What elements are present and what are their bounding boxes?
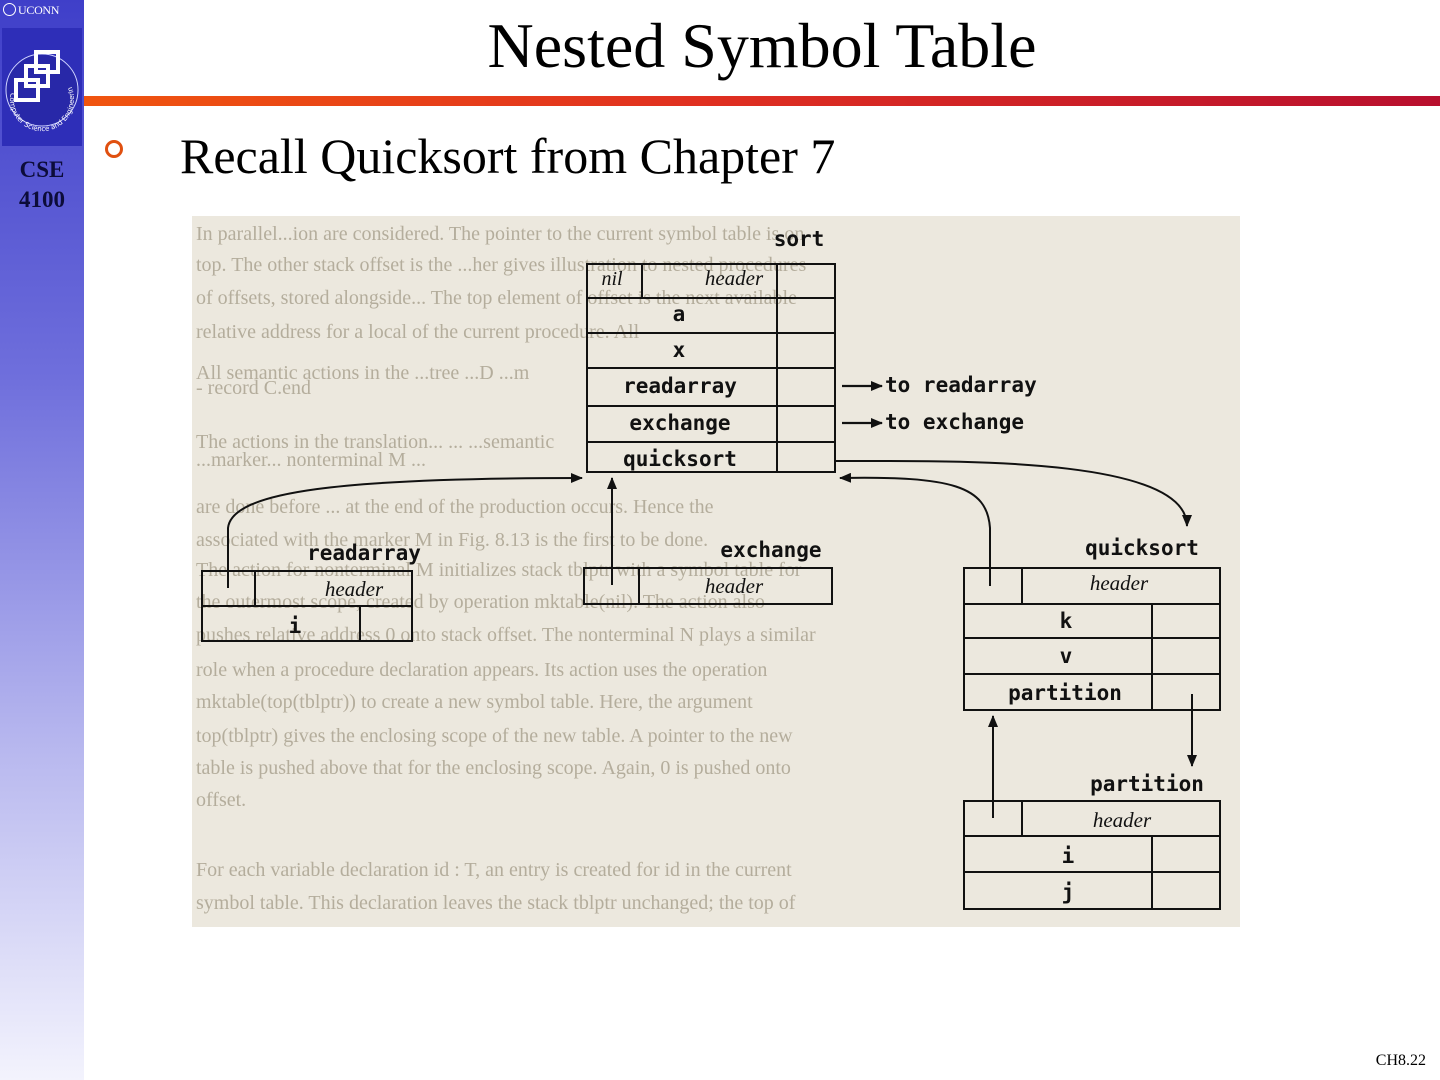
title-rule <box>84 96 1440 106</box>
sort-entry-x: x <box>673 338 686 362</box>
bullet-text: Recall Quicksort from Chapter 7 <box>180 128 836 184</box>
readarray-link-arrow <box>227 473 583 588</box>
quicksort-name: quicksort <box>1085 536 1199 560</box>
background-text-line: associated with the marker M in Fig. 8.1… <box>196 529 708 551</box>
quicksort-entry-k: k <box>1060 609 1073 633</box>
slide-number: CH8.22 <box>1375 1052 1426 1069</box>
background-text-line: relative address for a local of the curr… <box>196 321 640 343</box>
background-text-line: of offsets, stored alongside... The top … <box>196 287 797 309</box>
to-exchange-label: to exchange <box>885 410 1024 434</box>
university-logo: UCONN <box>3 3 59 18</box>
background-text-line: are done before ... at the end of the pr… <box>196 496 714 518</box>
partition-name: partition <box>1090 772 1204 796</box>
background-text-line: symbol table. This declaration leaves th… <box>196 892 796 914</box>
readarray-name: readarray <box>307 541 421 565</box>
sort-entry-a: a <box>673 302 686 326</box>
exchange-header: header <box>705 574 764 598</box>
partition-header: header <box>1093 808 1152 832</box>
background-text-line: The actions in the translation... ... ..… <box>196 431 554 453</box>
sort-entry-readarray: readarray <box>623 374 737 398</box>
nested-symbol-table-figure: In parallel...ion are considered. The po… <box>192 216 1240 927</box>
background-text-line: The action for nonterminal M initializes… <box>196 559 802 581</box>
background-text-line: mktable(top(tblptr)) to create a new sym… <box>196 691 753 713</box>
background-text: In parallel...ion are considered. The po… <box>196 223 816 914</box>
sort-header: header <box>705 266 764 290</box>
sidebar: UCONN Computer Science and Engineering C… <box>0 0 84 1080</box>
quicksort-link-arrow <box>839 472 991 586</box>
partition-entry-i: i <box>1062 844 1075 868</box>
background-text-line: top. The other stack offset is the ...he… <box>196 254 806 276</box>
partition-entry-j: j <box>1062 880 1075 904</box>
sort-table <box>586 263 836 473</box>
university-name: UCONN <box>18 3 60 17</box>
background-text-line: top(tblptr) gives the enclosing scope of… <box>196 725 793 747</box>
background-text-line: the outermost scope, created by operatio… <box>196 591 765 613</box>
stacked-windows-icon <box>14 50 60 102</box>
to-readarray-label: to readarray <box>885 373 1037 397</box>
exchange-name: exchange <box>720 538 821 562</box>
quicksort-header: header <box>1090 571 1149 595</box>
course-number: 4100 <box>19 187 65 212</box>
background-text-line: role when a procedure declaration appear… <box>196 659 767 681</box>
background-text-line: All semantic actions in the ...tree ...D… <box>196 362 530 384</box>
background-text-line: ...marker... nonterminal M ... <box>196 449 426 471</box>
readarray-table <box>201 570 413 642</box>
sort-nil: nil <box>601 268 623 290</box>
quicksort-entry-partition: partition <box>1008 681 1122 705</box>
partition-table <box>963 800 1221 910</box>
slide-title: Nested Symbol Table <box>487 10 1037 81</box>
sort-entry-exchange: exchange <box>629 411 730 435</box>
background-text-line: - record C.end <box>196 377 311 399</box>
quicksort-pointer-arrow <box>834 459 1192 527</box>
quicksort-entry-v: v <box>1060 644 1073 668</box>
readarray-header: header <box>325 577 384 601</box>
department-logo: Computer Science and Engineering <box>2 28 82 146</box>
sort-name: sort <box>774 227 825 251</box>
readarray-entry-i: i <box>289 614 302 638</box>
sort-entry-quicksort: quicksort <box>623 447 737 471</box>
course-label: CSE 4100 <box>0 155 84 215</box>
background-text-line: offset. <box>196 789 246 811</box>
exchange-table <box>583 567 833 605</box>
figure-svg: In parallel...ion are considered. The po… <box>192 216 1240 927</box>
quicksort-table <box>963 567 1221 711</box>
background-text-line: For each variable declaration id : T, an… <box>196 859 792 881</box>
bullet-icon <box>105 140 123 158</box>
course-code: CSE <box>19 157 65 182</box>
university-seal-icon <box>3 3 16 16</box>
background-text-line: table is pushed above that for the enclo… <box>196 757 791 779</box>
background-text-line: In parallel...ion are considered. The po… <box>196 223 804 245</box>
